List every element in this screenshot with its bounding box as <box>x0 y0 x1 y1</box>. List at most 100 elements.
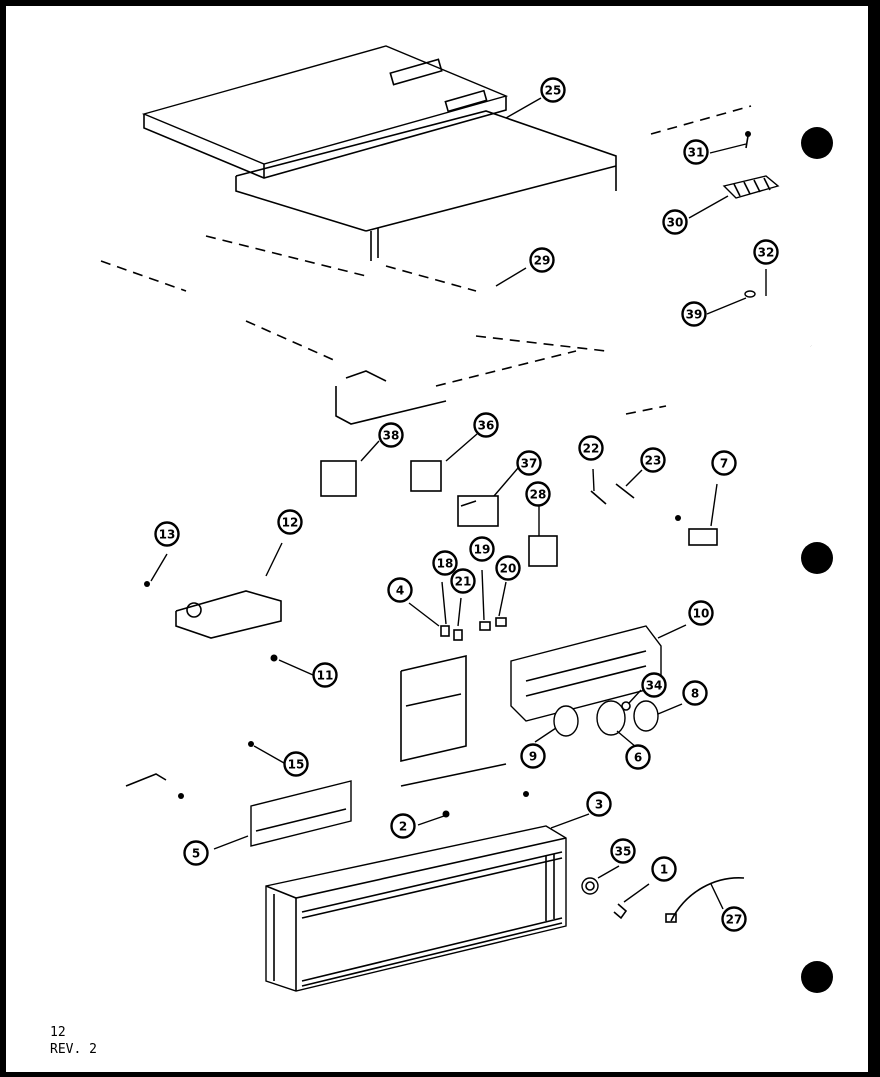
callout-label: 7 <box>720 457 728 471</box>
callout-circle <box>640 447 666 473</box>
callout-11: 11 <box>312 662 338 688</box>
part-base-pan <box>100 105 752 425</box>
callout-circle <box>641 672 667 698</box>
callout-23: 23 <box>640 447 666 473</box>
callout-label: 27 <box>726 913 743 927</box>
callout-1: 1 <box>651 856 677 882</box>
callout-18: 18 <box>432 550 458 576</box>
callout-label: 5 <box>192 847 200 861</box>
callout-circle <box>753 239 779 265</box>
binder-hole <box>801 127 833 159</box>
part-top-cover <box>141 45 617 261</box>
part-hardware-top-right <box>722 131 814 348</box>
callout-6: 6 <box>625 744 651 770</box>
callout-circle <box>469 536 495 562</box>
callout-circle <box>495 555 521 581</box>
callout-9: 9 <box>520 743 546 769</box>
callout-circle <box>721 906 747 932</box>
callout-label: 32 <box>758 246 775 260</box>
binder-holes <box>801 127 833 993</box>
callout-circle <box>540 77 566 103</box>
callout-7: 7 <box>711 450 737 476</box>
part-knobs <box>553 700 659 737</box>
callout-13: 13 <box>154 521 180 547</box>
part-terminal-block <box>722 175 780 199</box>
callout-circle <box>312 662 338 688</box>
part-cabinet-front <box>265 825 567 992</box>
callout-circle <box>610 838 636 864</box>
callout-label: 20 <box>500 562 517 576</box>
callout-circle <box>387 577 413 603</box>
callout-label: 38 <box>383 429 400 443</box>
callout-circle <box>682 680 708 706</box>
callout-10: 10 <box>688 600 714 626</box>
leader-lines <box>150 97 767 910</box>
callout-label: 12 <box>282 516 299 530</box>
part-drain-tube <box>744 290 814 348</box>
callout-28: 28 <box>525 481 551 507</box>
callout-circle <box>450 568 476 594</box>
callout-31: 31 <box>683 139 709 165</box>
callout-circle <box>681 301 707 327</box>
callout-circle <box>625 744 651 770</box>
callout-label: 6 <box>634 751 642 765</box>
part-lower-right-hardware <box>581 877 745 923</box>
callout-circle <box>711 450 737 476</box>
callout-circle <box>390 813 416 839</box>
callout-38: 38 <box>378 422 404 448</box>
callout-3: 3 <box>586 791 612 817</box>
exploded-view-drawing: 2531303239293836372822237131218192120410… <box>100 45 833 993</box>
callout-label: 11 <box>317 669 334 683</box>
callout-circle <box>683 139 709 165</box>
callout-label: 18 <box>437 557 454 571</box>
page-number: 12 <box>50 1025 66 1040</box>
callout-label: 1 <box>660 863 668 877</box>
callout-circle <box>662 209 688 235</box>
part-left-bracket <box>144 581 282 662</box>
callout-label: 15 <box>288 758 305 772</box>
part-small-fasteners <box>440 617 507 641</box>
callout-label: 29 <box>534 254 551 268</box>
callout-label: 39 <box>686 308 703 322</box>
binder-hole <box>801 961 833 993</box>
callout-label: 30 <box>667 216 684 230</box>
callout-label: 4 <box>396 584 404 598</box>
callout-circle <box>578 435 604 461</box>
revision-label: REV. 2 <box>50 1042 97 1057</box>
callout-19: 19 <box>469 536 495 562</box>
callout-35: 35 <box>610 838 636 864</box>
callout-21: 21 <box>450 568 476 594</box>
callout-label: 13 <box>159 528 176 542</box>
part-lower-panel <box>125 741 529 847</box>
callout-circle <box>525 481 551 507</box>
callout-39: 39 <box>681 301 707 327</box>
callout-label: 3 <box>595 798 603 812</box>
callout-label: 19 <box>474 543 491 557</box>
callout-29: 29 <box>529 247 555 273</box>
callout-32: 32 <box>753 239 779 265</box>
callout-label: 25 <box>545 84 562 98</box>
callout-circle <box>688 600 714 626</box>
callout-5: 5 <box>183 840 209 866</box>
callout-label: 37 <box>521 457 538 471</box>
callout-label: 21 <box>455 575 472 589</box>
callout-label: 34 <box>646 679 663 693</box>
callout-27: 27 <box>721 906 747 932</box>
part-relays <box>320 460 558 567</box>
part-control-housing <box>400 625 662 763</box>
callout-30: 30 <box>662 209 688 235</box>
callout-34: 34 <box>641 672 667 698</box>
callout-37: 37 <box>516 450 542 476</box>
callout-circle <box>529 247 555 273</box>
callout-4: 4 <box>387 577 413 603</box>
callout-circle <box>516 450 542 476</box>
callout-label: 2 <box>399 820 407 834</box>
callout-circle <box>473 412 499 438</box>
binder-hole <box>801 542 833 574</box>
callout-circle <box>520 743 546 769</box>
callout-circle <box>183 840 209 866</box>
callout-label: 28 <box>530 488 547 502</box>
callout-circle <box>432 550 458 576</box>
